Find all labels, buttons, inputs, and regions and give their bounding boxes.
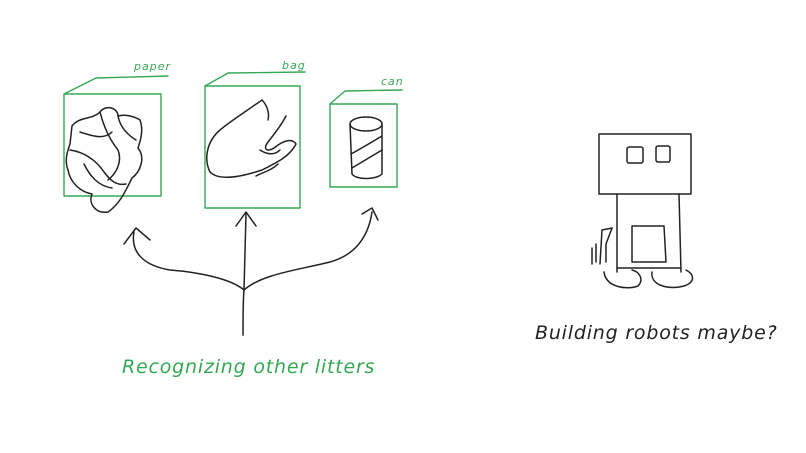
left-caption: Recognizing other litters xyxy=(122,356,376,378)
can-box xyxy=(329,89,403,188)
crumpled-paper-icon xyxy=(65,106,143,213)
can-icon xyxy=(349,116,383,180)
bag-box xyxy=(204,71,306,209)
plastic-bag-icon xyxy=(206,99,297,179)
right-caption: Building robots maybe? xyxy=(535,322,778,344)
branching-arrows xyxy=(123,207,379,336)
paper-label: paper xyxy=(134,60,171,73)
bag-label: bag xyxy=(282,59,306,72)
robot-icon xyxy=(591,133,694,289)
can-label: can xyxy=(381,75,404,88)
paper-box xyxy=(63,75,169,197)
